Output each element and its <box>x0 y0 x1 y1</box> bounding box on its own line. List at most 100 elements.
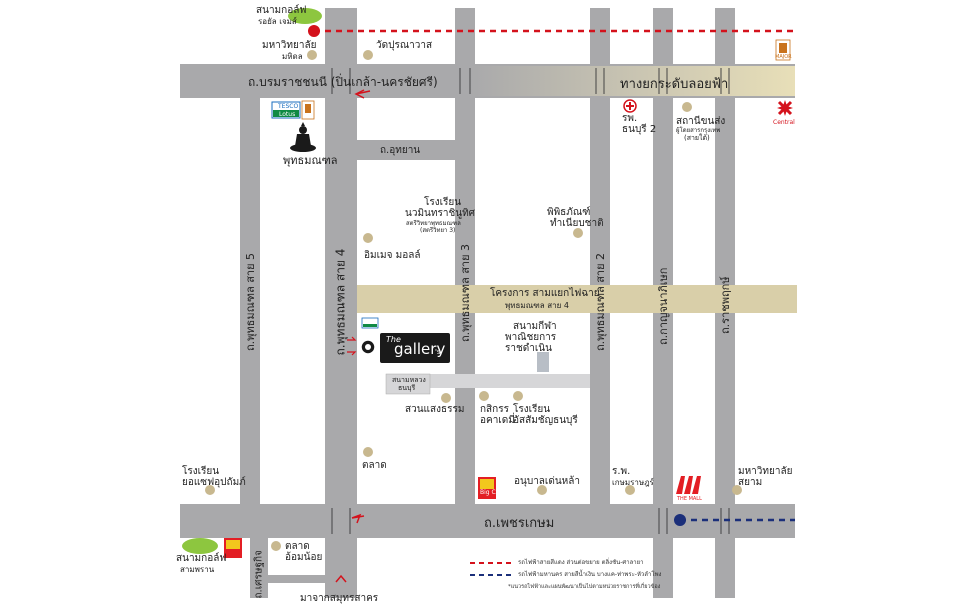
red-rail-station <box>308 25 320 37</box>
label-museum-1: พิพิธภัณฑ์ <box>547 207 591 218</box>
golf-royal-icon <box>288 8 322 24</box>
road-setthakit-h <box>268 575 325 583</box>
bigc-logo <box>224 538 242 558</box>
label-hosp-kasem-2: เกษมราษฎร์ <box>612 478 654 487</box>
label-hosp-thon-2: ธนบุรี 2 <box>622 124 657 135</box>
legend-blue-text: รถไฟฟ้ามหานคร สายสีน้ำเงิน บางแค-ท่าพระ-… <box>518 571 662 578</box>
label-kasikorn-2: อคาเดมี่ <box>480 415 515 426</box>
road-phutthamonthon4 <box>325 8 357 598</box>
label-school-4: (สตรีวิทยา 3) <box>420 227 456 234</box>
road-phutthamonthon5 <box>240 98 260 504</box>
gallery-suffix: 's <box>435 348 441 356</box>
label-hosp-thon-1: รพ. <box>622 113 638 124</box>
hospital-cross-icon <box>626 102 634 110</box>
label-themall: THE MALL <box>677 496 702 502</box>
label-school-1: โรงเรียน <box>424 197 462 208</box>
label-borommaratchachonnani: ถ.บรมราชชนนี (ปิ่นเกล้า-นครชัยศรี) <box>248 75 438 89</box>
label-phutthamonthon3: ถ.พุทธมณฑล สาย 3 <box>459 243 472 342</box>
label-wat: วัดปุรณาวาส <box>376 40 433 51</box>
legend-red-text: รถไฟฟ้าสายสีแดง ส่วนต่อขยาย ตลิ่งชัน-ศาล… <box>518 559 644 566</box>
road-uttayan <box>357 140 455 160</box>
label-stadium-3: ราชดำเนิน <box>505 343 552 354</box>
gallery-the: The <box>386 335 401 344</box>
field-box <box>385 373 431 395</box>
label-phutthamonthon2: ถ.พุทธมณฑล สาย 2 <box>594 252 607 351</box>
central-logo <box>777 100 793 116</box>
blue-rail-station <box>674 514 686 526</box>
label-stadium-2: พาณิชยการ <box>505 332 557 343</box>
road-phutthamonthon2 <box>590 8 610 504</box>
label-field-1: สนามหลวง <box>392 376 426 384</box>
bigc-logo <box>478 477 496 499</box>
label-siam-uni-1: มหาวิทยาลัย <box>738 466 793 477</box>
legend-note: *แนวรถไฟฟ้าและแผนพัฒนาเป็นไปตามหน่วยราชก… <box>508 584 661 590</box>
marker-museum <box>573 228 583 238</box>
label-phutthamonthon5: ถ.พุทธมณฑล สาย 5 <box>244 252 257 351</box>
label-kasikorn-1: กสิกรร <box>480 404 509 415</box>
label-school-sb-1: โรงเรียน <box>182 466 220 477</box>
label-school-3: สตรีวิทยาพุทธมณฑล <box>406 220 461 227</box>
label-golf-sp-2: สามพราน <box>180 565 215 574</box>
label-hosp-kasem-1: ร.พ. <box>612 466 631 477</box>
label-bigc: Big C <box>480 489 496 496</box>
label-field-2: ธนบุรี <box>398 384 416 392</box>
label-project-line2: พุทธมณฑล สาย 4 <box>505 301 569 310</box>
label-market: ตลาด <box>362 460 387 471</box>
gallery-box <box>380 333 450 363</box>
label-project-line1: โครงการ สามแยกไฟฉาย <box>490 288 600 299</box>
overpass-marks <box>331 68 730 534</box>
place-markers <box>205 50 742 551</box>
label-stadium-1: สนามกีฬา <box>513 321 557 332</box>
label-tesco-lotus: Lotus <box>279 111 296 118</box>
label-school-2: นวมินทราชินูทิศ <box>405 208 476 219</box>
marker-hosp-kasem <box>625 485 635 495</box>
label-kanchanaphisek: ถ.กาญจนาภิเษก <box>657 267 670 345</box>
label-station-3: (สายใต้) <box>684 134 710 142</box>
direction-arrow-icon <box>347 336 357 356</box>
stadium-block <box>537 352 549 372</box>
marker-siam-uni <box>732 485 742 495</box>
label-mahidol-1: มหาวิทยาลัย <box>262 40 317 51</box>
buddha-icon <box>290 122 316 152</box>
label-station-2: ผู้โดยสารกรุงเทพ <box>676 127 721 134</box>
label-golf-royal-2: รอยัล เจมส์ <box>258 17 297 26</box>
expressway-band <box>470 66 795 96</box>
label-major-top: MAJOR <box>775 54 792 60</box>
direction-arrow-icon <box>354 89 371 99</box>
label-market-om-1: ตลาด <box>285 541 310 552</box>
label-phetkasem: ถ.เพชรเกษม <box>484 516 555 531</box>
project-band <box>357 285 797 313</box>
marker-assumption <box>513 391 523 401</box>
road-setthakit <box>250 538 268 598</box>
label-ratchaphruek: ถ.ราชพฤกษ์ <box>719 276 732 334</box>
label-uttayan: ถ.อุทยาน <box>380 145 421 156</box>
label-phutthamonthon: พุทธมณฑล <box>283 154 338 167</box>
road-project-spur <box>430 374 590 388</box>
golf-sampran-icon <box>182 538 218 554</box>
label-tesco-small: TESCO <box>278 103 299 110</box>
label-setthakit: ถ.เศรษฐกิจ <box>253 550 265 599</box>
label-assumption-1: โรงเรียน <box>513 404 551 415</box>
label-mahidol-2: มหิดล <box>282 52 303 61</box>
label-bottom-direction: มาจากสมุทรสาคร <box>300 593 379 604</box>
marker-wat <box>363 50 373 60</box>
label-school-sb-2: ยอแซฟอุปถัมภ์ <box>182 477 246 488</box>
label-assumption-2: อัสสัมชัญธนบุรี <box>513 415 578 426</box>
label-garden: สวนแสงธรรม <box>405 404 465 415</box>
label-golf-royal-1: สนามกอล์ฟ <box>256 5 307 16</box>
label-golf-sp-1: สนามกอล์ฟ <box>176 553 227 564</box>
marker-school <box>363 233 373 243</box>
direction-arrow-icon <box>335 574 347 583</box>
label-phutthamonthon4: ถ.พุทธมณฑล สาย 4 <box>333 248 348 356</box>
marker-kindergarten <box>537 485 547 495</box>
direction-arrow-icon <box>351 513 365 524</box>
label-market-om-2: อ้อมน้อย <box>285 552 323 563</box>
label-central: Central <box>773 119 795 126</box>
marker-school-sb <box>205 485 215 495</box>
label-museum-2: ทำเนียบชาติ <box>550 218 604 229</box>
marker-market <box>363 447 373 457</box>
marker-garden <box>441 393 451 403</box>
gallery-name: gallery <box>394 340 446 358</box>
label-expressway: ทางยกระดับลอยฟ้า <box>620 77 729 92</box>
